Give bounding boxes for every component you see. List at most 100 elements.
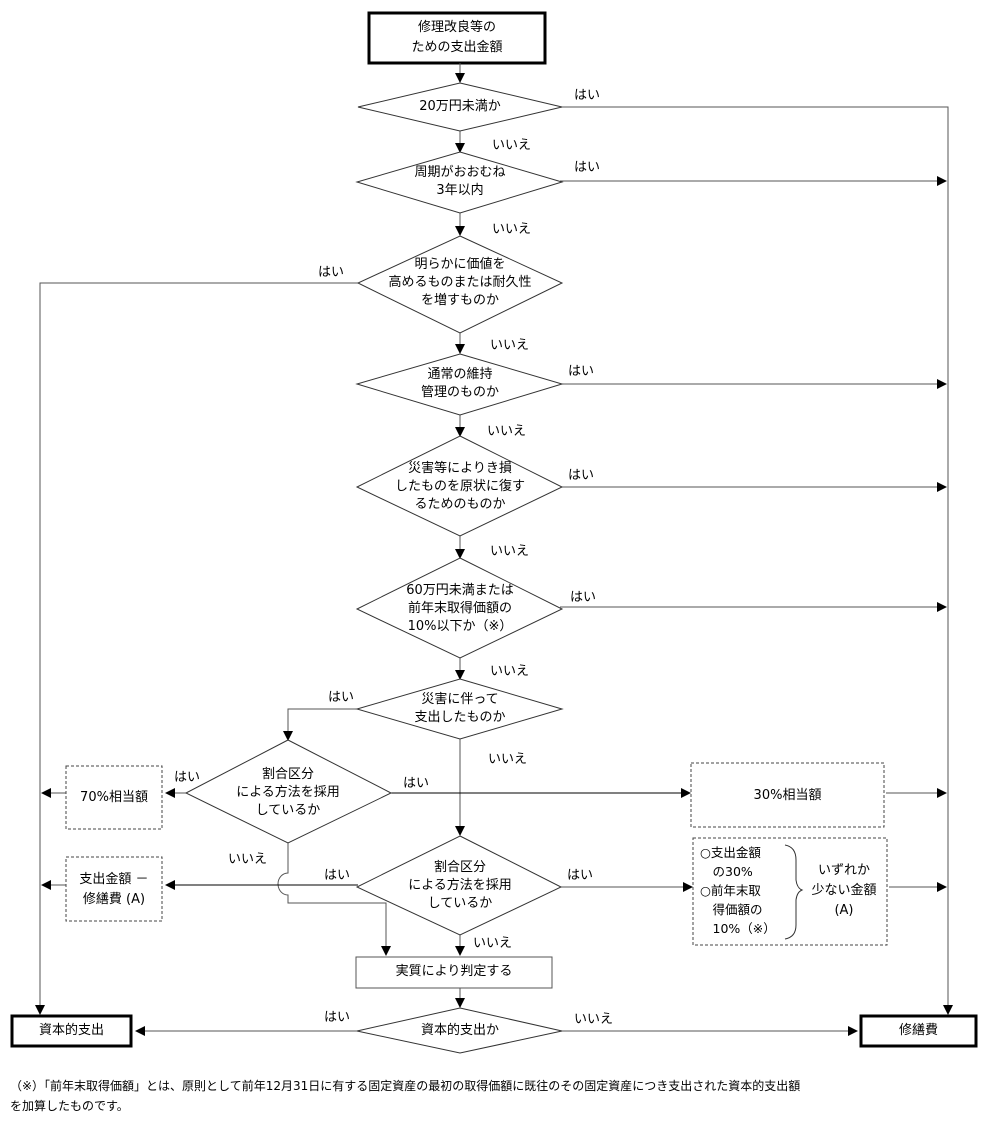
d8-yes-left-label: はい [174,770,201,785]
d9-no-label: いいえ [473,936,513,951]
d2-text: 周期がおおむね 3年以内 [380,164,540,200]
capital-line: 資本的支出 [38,1023,104,1038]
d7-yes-label: はい [328,690,355,705]
d4-text: 通常の維持 管理のものか [380,366,540,402]
box-lesser-amount [692,837,888,946]
connector-d3-yes [35,282,358,1015]
d7-line-2: 支出したものか [414,710,506,725]
d1-no-label: いいえ [492,138,532,153]
d5-text: 災害等によりき損 したものを原状に復す るためのものか [370,460,550,514]
box-min-left-line-1: ○支出金額 [700,845,761,860]
decision-diamond-d2 [355,151,564,214]
box-70-percent [65,765,163,830]
d3-line-2: 高めるものまたは耐久性 [388,275,532,290]
d2-line-1: 周期がおおむね [414,165,506,180]
box-min-right-line-2: 少ない金額 [811,883,877,898]
start-line-2: ための支出金額 [411,40,503,55]
repair-text: 修繕費 [861,1022,976,1040]
decision-diamond-d8 [184,739,393,844]
capital-text: 資本的支出 [12,1022,131,1040]
d3-line-3: を増すものか [420,293,499,308]
d6-no-label: いいえ [490,664,530,679]
d4-line-2: 管理のものか [420,385,499,400]
box-min-left-line-2: の30% [700,864,753,879]
repair-line: 修繕費 [898,1023,938,1038]
judge-line: 実質により判定する [395,964,513,979]
d3-yes-label: はい [318,265,345,280]
judge-box [355,956,553,989]
decision-diamond-d4 [355,353,564,416]
d4-yes-label: はい [568,364,595,379]
box-min-left-line-4: 得価額の [700,902,763,917]
d8-line-2: による方法を採用 [236,785,340,800]
d10-text: 資本的支出か [380,1022,540,1040]
d1-text: 20万円未満か [380,98,540,116]
d10-line-1: 資本的支出か [420,1023,499,1038]
d9-yes-right-label: はい [567,868,594,883]
box-diff-text: 支出金額 － 修繕費 (A) [66,870,162,910]
box-30-line: 30%相当額 [753,788,822,803]
d6-line-1: 60万円未満または [406,583,514,598]
decision-diamond-d6 [355,557,564,659]
terminal-capital-expenditure [10,1014,133,1048]
d3-no-label: いいえ [490,338,530,353]
d9-line-1: 割合区分 [433,860,486,875]
box-70-text: 70%相当額 [66,789,162,807]
d8-text: 割合区分 による方法を採用 しているか [203,766,373,820]
d9-line-3: しているか [427,896,493,911]
d6-text: 60万円未満または 前年末取得価額の 10%以下か（※） [370,582,550,636]
brace-icon [784,844,804,940]
d9-line-2: による方法を採用 [408,878,512,893]
d8-no-label: いいえ [228,852,268,867]
start-line-1: 修理改良等の [417,20,496,35]
terminal-repair-expense [859,1014,978,1048]
d5-line-1: 災害等によりき損 [408,461,512,476]
box-min-right-line-3: (A) [834,903,854,918]
d5-line-2: したものを原状に復す [394,479,525,494]
decision-diamond-d1 [357,82,563,132]
d7-text: 災害に伴って 支出したものか [380,691,540,727]
d4-no-label: いいえ [487,424,527,439]
d2-no-label: いいえ [492,222,532,237]
decision-diamond-d3 [356,235,564,334]
connector-d1-yes [560,106,953,1015]
d3-line-1: 明らかに価値を [414,257,506,272]
d2-line-2: 3年以内 [436,183,484,198]
d5-line-3: るためのものか [414,497,506,512]
box-min-left-line-3: ○前年末取 [700,883,761,898]
d3-text: 明らかに価値を 高めるものまたは耐久性 を増すものか [370,256,550,310]
box-min-left-text: ○支出金額 の30% ○前年末取 得価額の 10%（※） [700,843,785,938]
d5-yes-label: はい [568,468,595,483]
footnote-line-2: を加算したものです。 [10,1099,129,1113]
box-diff-line-1: 支出金額 － [79,872,149,887]
d7-line-1: 災害に伴って [421,692,499,707]
start-box [367,11,547,65]
box-30-text: 30%相当額 [691,787,884,805]
d9-yes-left-label: はい [324,868,351,883]
decision-diamond-d9 [355,835,563,936]
box-min-right-text: いずれか 少ない金額 (A) [803,861,885,921]
d10-yes-label: はい [324,1010,351,1025]
start-box-text: 修理改良等の ための支出金額 [369,18,545,58]
connector-d8-no [277,843,391,956]
d8-line-3: しているか [255,803,321,818]
decision-diamond-d7 [355,678,564,740]
d10-no-label: いいえ [574,1012,614,1027]
box-diff-line-2: 修繕費 (A) [82,892,146,907]
d8-yes-right-label: はい [403,776,430,791]
footnote-line-1: （※）「前年末取得価額」とは、原則として前年12月31日に有する固定資産の最初の… [10,1079,801,1093]
box-30-percent [690,762,885,828]
d9-text: 割合区分 による方法を採用 しているか [375,859,545,913]
d8-line-1: 割合区分 [261,767,314,782]
decision-diamond-d10 [356,1007,563,1054]
d7-no-label: いいえ [488,752,528,767]
box-expense-minus-repair [65,856,163,922]
d6-line-2: 前年末取得価額の [407,601,512,616]
d5-no-label: いいえ [490,544,530,559]
judge-text: 実質により判定する [356,963,552,981]
connector-d7-yes [283,708,357,741]
d1-yes-label: はい [574,88,601,103]
d2-yes-label: はい [574,160,601,175]
footnote: （※）「前年末取得価額」とは、原則として前年12月31日に有する固定資産の最初の… [10,1076,985,1116]
